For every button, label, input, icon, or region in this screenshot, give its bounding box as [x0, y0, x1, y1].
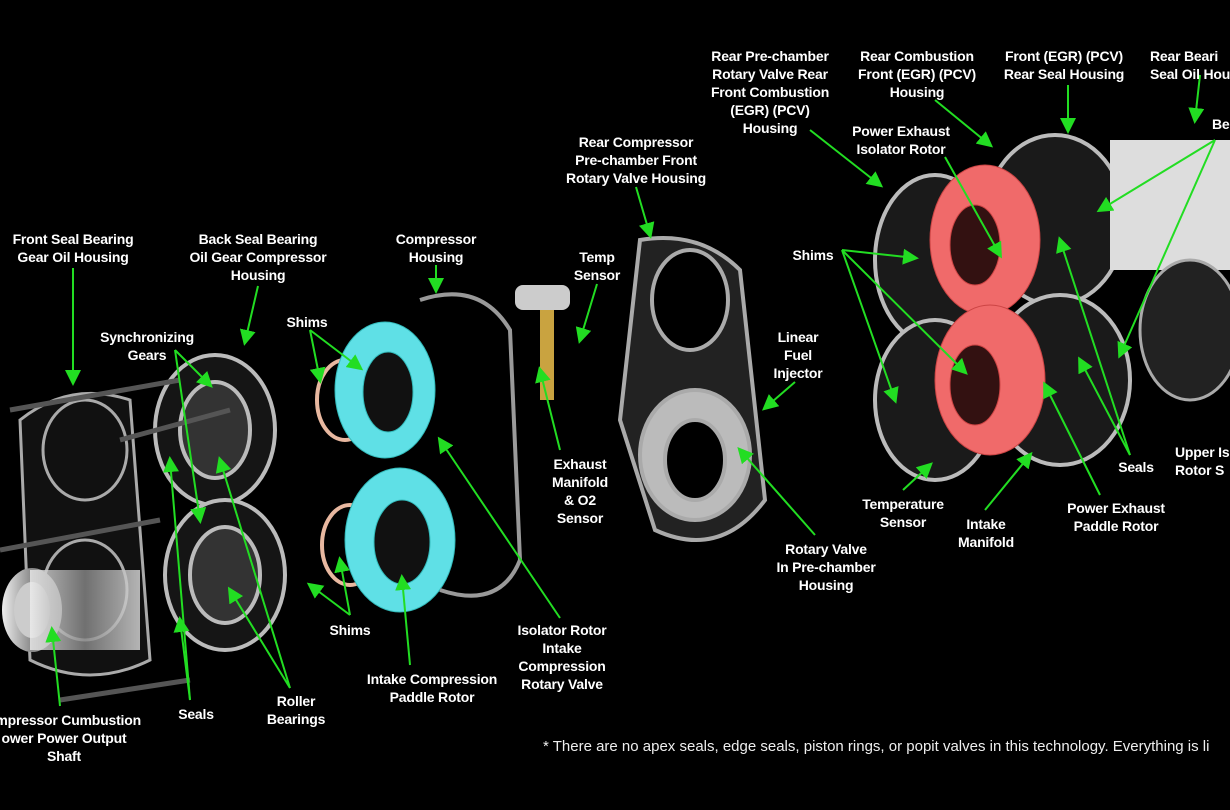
footnote: * There are no apex seals, edge seals, p…: [543, 738, 1210, 755]
label-temperature-sensor: Temperature Sensor: [862, 496, 944, 530]
label-synchronizing-gears: Synchronizing Gears: [100, 329, 194, 363]
intake-compression-rotor: [334, 321, 456, 613]
label-exhaust-manifold: Exhaust Manifold & O2 Sensor: [552, 456, 608, 526]
label-seals: Seals: [178, 706, 214, 722]
label-front-seal-bearing: Front Seal Bearing Gear Oil Housing: [12, 231, 134, 265]
rear-cylinder: [1110, 140, 1230, 402]
label-seals: Seals: [1118, 459, 1154, 475]
label-intake-manifold: Intake Manifold: [958, 516, 1014, 550]
callout-arrows: [45, 74, 1216, 707]
gear-housing: [153, 353, 287, 652]
label-rear-combustion: Rear Combustion Front (EGR) (PCV) Housin…: [858, 48, 976, 100]
compressor-housing-shape: [419, 292, 523, 598]
label-intake-compression-paddle: Intake Compression Paddle Rotor: [366, 671, 498, 705]
output-shaft: [2, 568, 140, 652]
bolts: [0, 377, 231, 703]
label-linear-fuel-injector: Linear Fuel Injector: [773, 329, 823, 381]
label-power-exhaust-paddle: Power Exhaust Paddle Rotor: [1067, 500, 1165, 534]
label-upper-isolator: Upper Is Rotor S: [1175, 444, 1230, 478]
label-rear-bearing: Rear Beari Seal Oil Hou: [1150, 48, 1230, 82]
label-shims: Shims: [792, 247, 834, 263]
label-rear-compressor: Rear Compressor Pre-chamber Front Rotary…: [566, 134, 706, 186]
label-back-seal-bearing: Back Seal Bearing Oil Gear Compressor Ho…: [189, 231, 327, 283]
label-roller-bearings: Roller Bearings: [266, 693, 326, 727]
label-output-shaft: ompressor Cumbustion ower Power Output S…: [0, 712, 141, 764]
label-isolator-rotor-intake: Isolator Rotor Intake Compression Rotary…: [517, 622, 607, 692]
label-front-egr: Front (EGR) (PCV) Rear Seal Housing: [1003, 48, 1125, 82]
label-be-partial: Be: [1212, 116, 1230, 132]
label-rear-prechamber: Rear Pre-chamber Rotary Valve Rear Front…: [710, 48, 830, 136]
power-exhaust-rotor: [929, 164, 1046, 456]
label-shims: Shims: [329, 622, 371, 638]
label-rotary-valve: Rotary Valve In Pre-chamber Housing: [776, 541, 876, 593]
label-compressor-housing: Compressor Housing: [395, 231, 477, 265]
prechamber-housing: [617, 236, 768, 542]
label-shims: Shims: [286, 314, 328, 330]
label-temp-sensor: Temp Sensor: [573, 249, 621, 283]
label-power-exhaust-isolator: Power Exhaust Isolator Rotor: [852, 123, 950, 157]
